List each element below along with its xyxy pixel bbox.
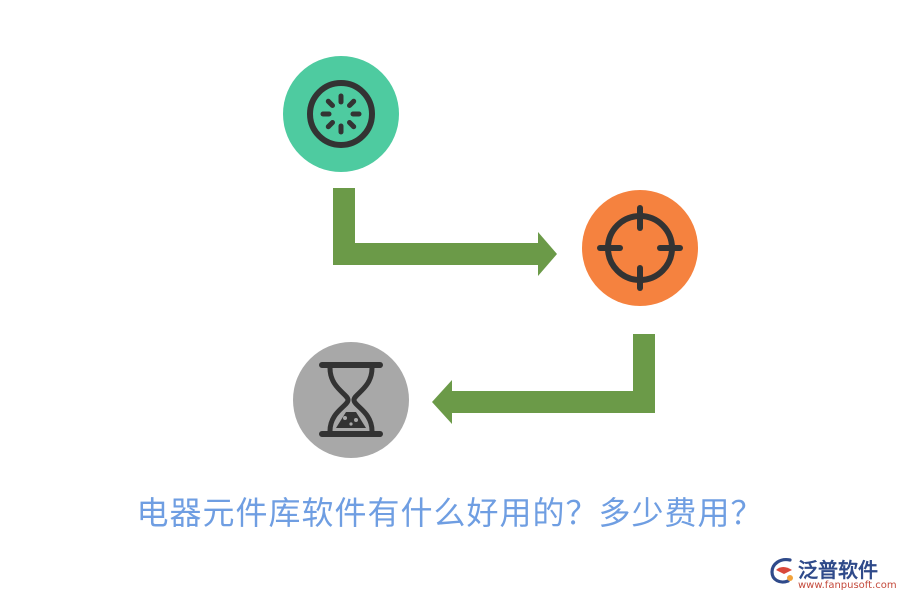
- diagram-caption: 电器元件库软件有什么好用的？多少费用？: [136, 494, 764, 532]
- node-start-circle: [283, 56, 399, 172]
- node-wait-circle: [293, 342, 409, 458]
- node-target: [582, 190, 698, 306]
- hourglass-icon: [319, 362, 383, 437]
- node-start: [283, 56, 399, 172]
- node-target-circle: [582, 190, 698, 306]
- node-wait: [293, 342, 409, 458]
- brand-logo: 泛普软件 www.fanpusoft.com: [768, 552, 897, 596]
- arrow-right: [333, 188, 557, 276]
- crosshair-target-icon: [597, 205, 683, 291]
- brand-name: 泛普软件: [798, 558, 878, 582]
- arrow-left: [432, 334, 655, 424]
- brand-url: www.fanpusoft.com: [798, 580, 897, 591]
- loading-dial-icon: [307, 80, 375, 148]
- brand-logo-icon: [770, 558, 793, 584]
